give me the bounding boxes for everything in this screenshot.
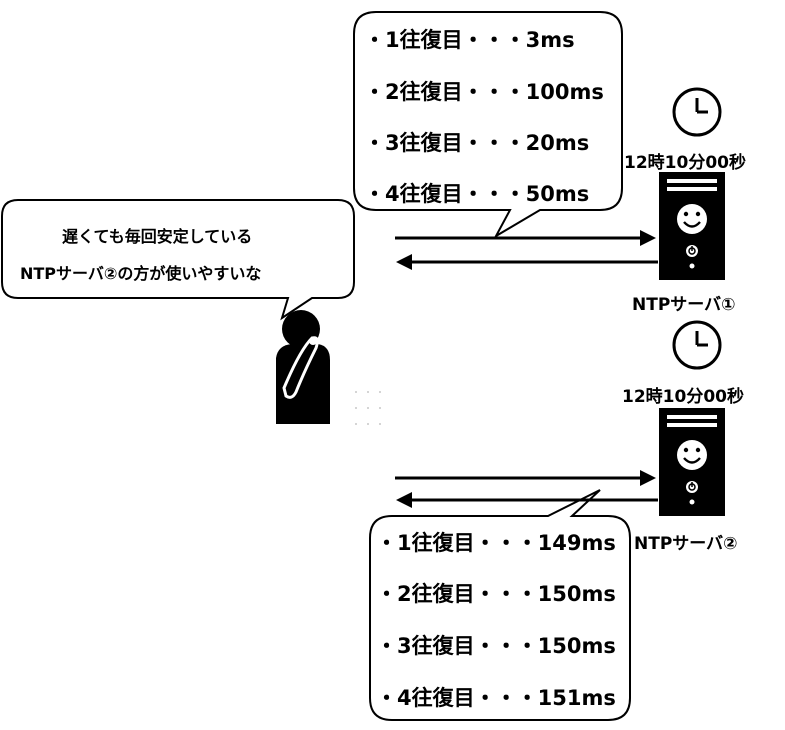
- server1-roundtrip-4: ・4往復目・・・50ms: [364, 182, 590, 206]
- server2-request-arrow: [395, 470, 656, 486]
- server2-roundtrip-2: ・2往復目・・・150ms: [376, 582, 616, 606]
- smiley-icon: [677, 440, 707, 470]
- server1-roundtrip-1: ・1往復目・・・3ms: [364, 28, 575, 52]
- person-thinking-icon: [276, 310, 330, 424]
- server-icon: [659, 408, 725, 516]
- server1-roundtrip-bubble: [353, 11, 623, 239]
- speech-line-1: 遅くても毎回安定している: [62, 227, 253, 246]
- server1-response-arrow: [396, 254, 658, 270]
- server1-request-arrow: [395, 230, 656, 246]
- server1-roundtrip-2: ・2往復目・・・100ms: [364, 80, 604, 104]
- server-icon: [659, 172, 725, 280]
- server2-response-arrow: [396, 492, 658, 508]
- clock-icon: [672, 320, 722, 370]
- server2-time: 12時10分00秒: [622, 387, 744, 407]
- power-icon: [686, 245, 698, 257]
- server1-time: 12時10分00秒: [624, 153, 746, 173]
- server1-roundtrip-3: ・3往復目・・・20ms: [364, 131, 590, 155]
- server2-roundtrip-bubble: [369, 489, 631, 721]
- server2-roundtrip-4: ・4往復目・・・151ms: [376, 686, 616, 710]
- power-icon: [686, 481, 698, 493]
- server2-roundtrip-1: ・1往復目・・・149ms: [376, 531, 616, 555]
- speech-bubble: [1, 199, 355, 321]
- server2-label: NTPサーバ②: [634, 534, 738, 554]
- server1-label: NTPサーバ①: [632, 295, 736, 315]
- clock-icon: [672, 87, 722, 137]
- dotted-texture: [355, 391, 381, 425]
- server2-roundtrip-3: ・3往復目・・・150ms: [376, 634, 616, 658]
- smiley-icon: [677, 204, 707, 234]
- speech-line-2: NTPサーバ②の方が使いやすいな: [20, 264, 262, 283]
